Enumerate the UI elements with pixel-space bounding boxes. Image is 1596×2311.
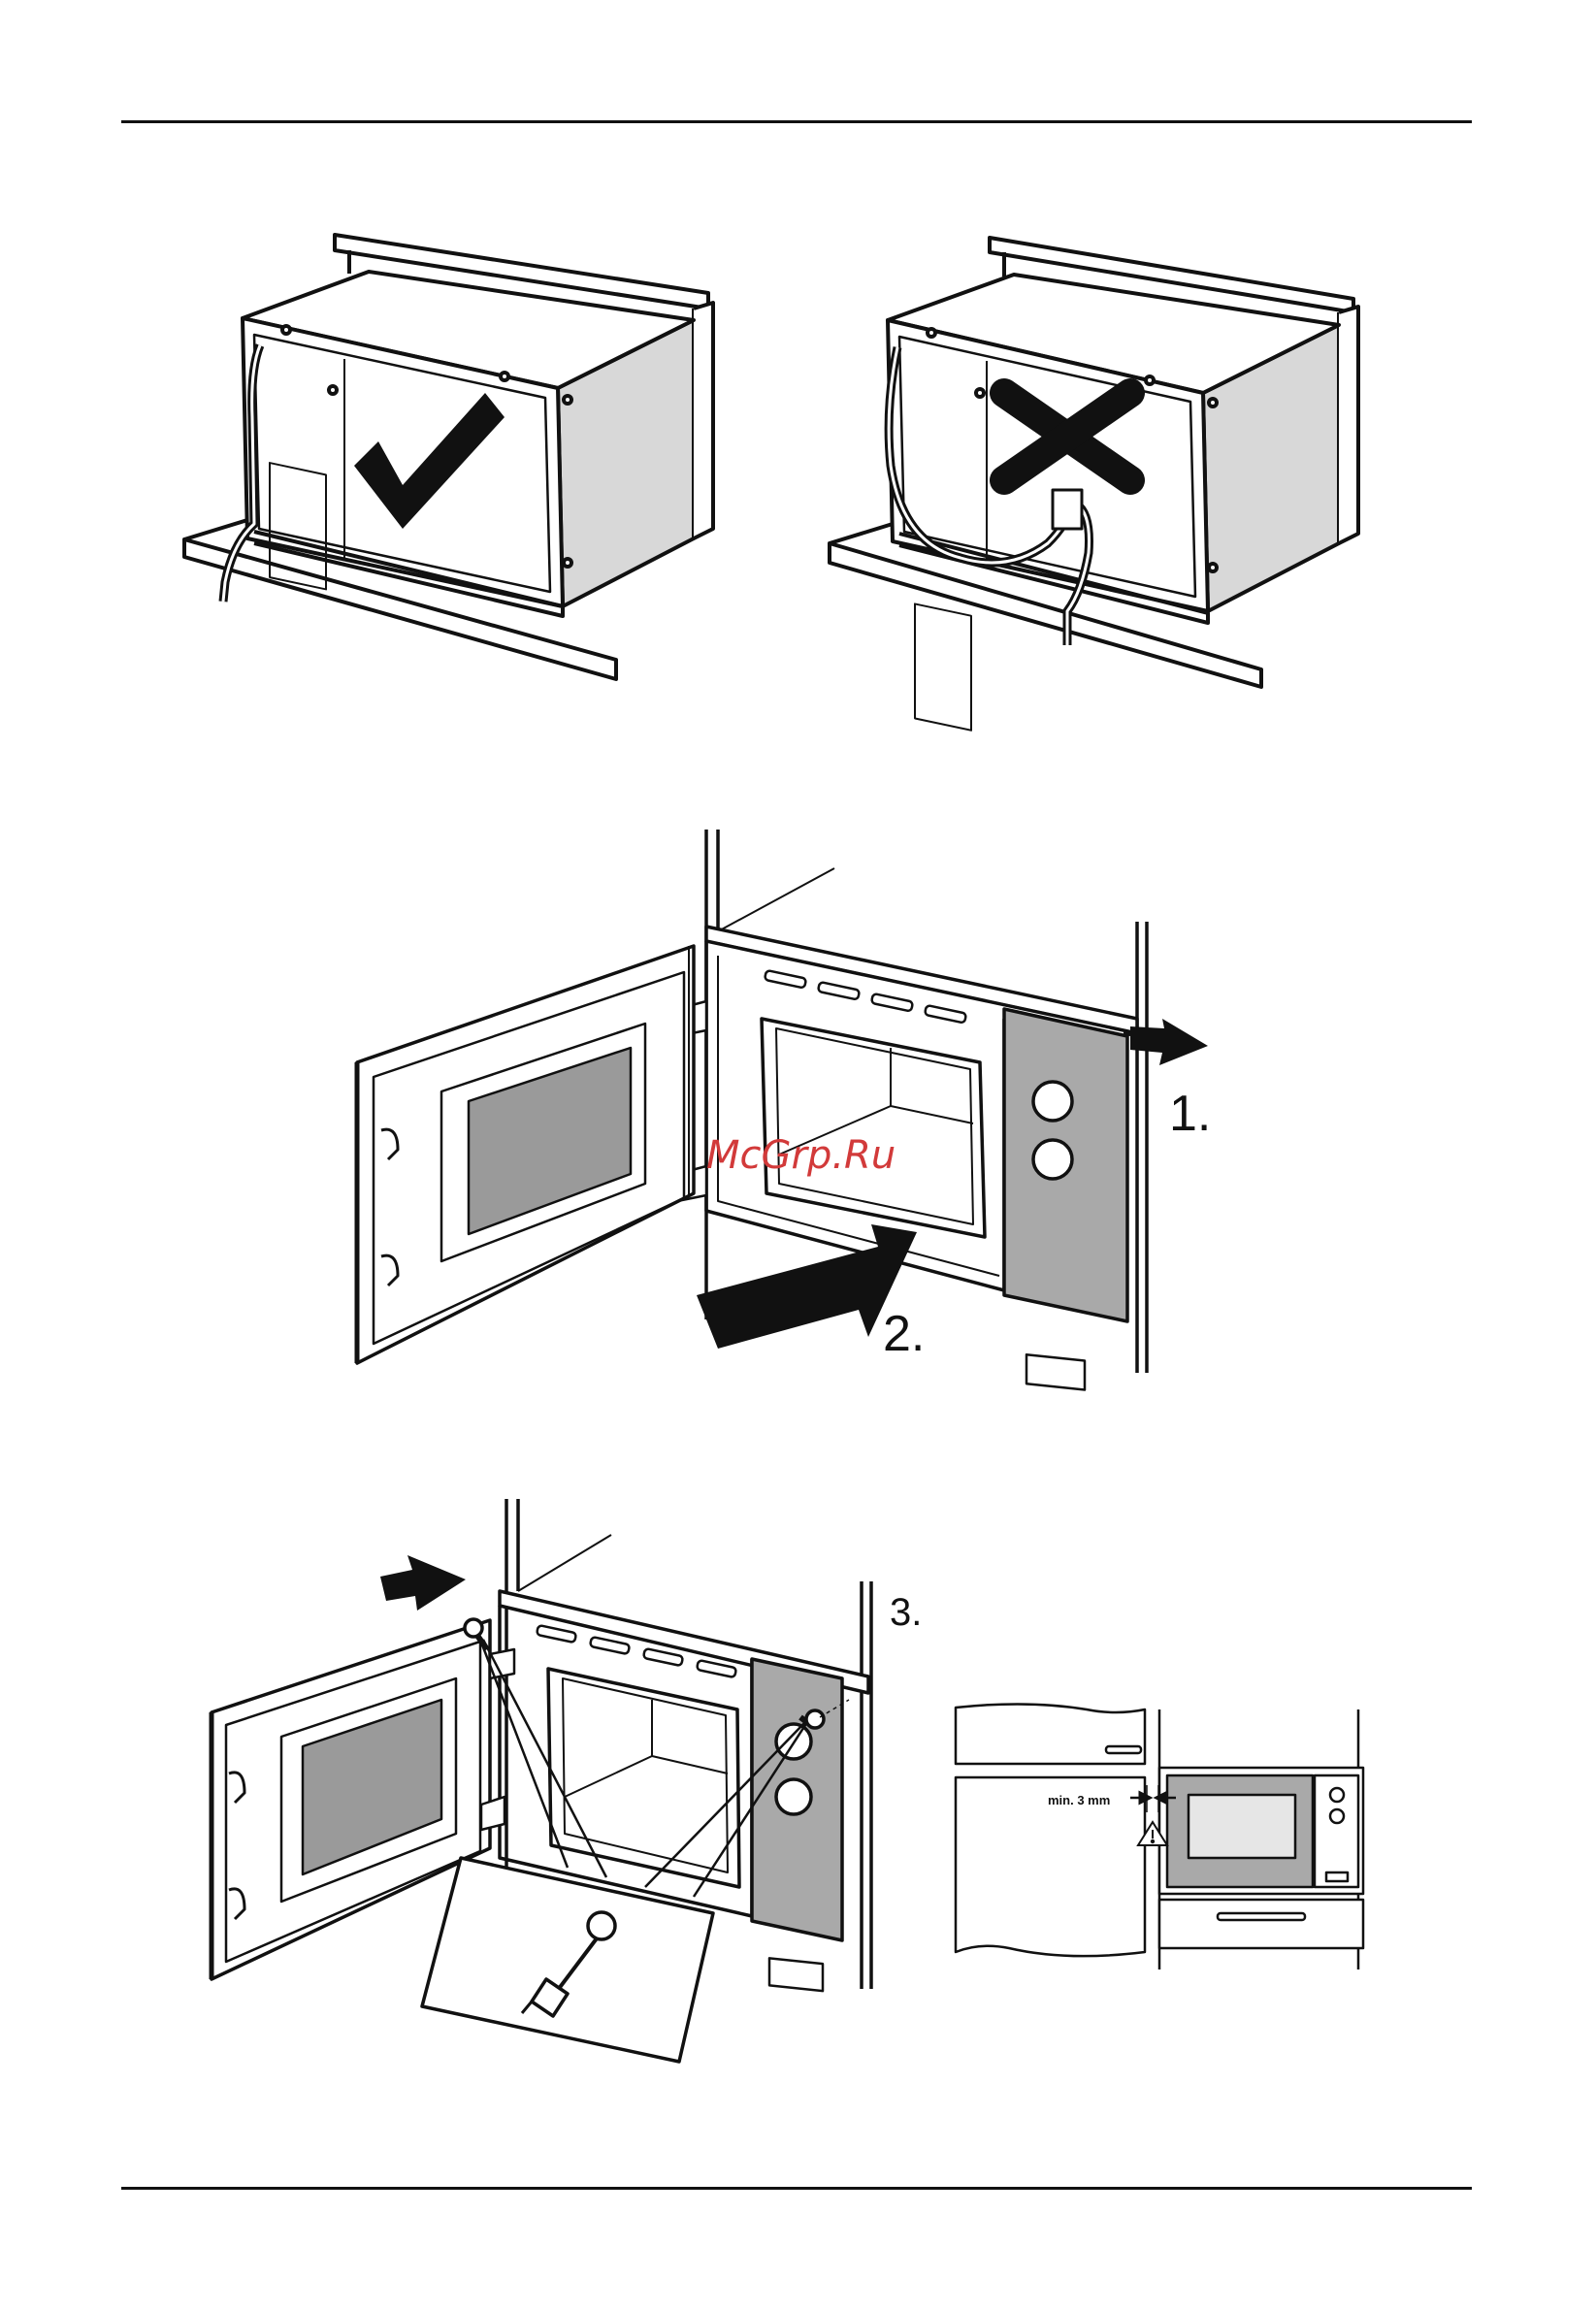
figure-wrong-cable-routing — [830, 238, 1358, 731]
step-3-label: 3. — [890, 1591, 922, 1634]
figure-fix-screws — [212, 1499, 871, 2062]
clearance-label: min. 3 mm — [1048, 1793, 1110, 1807]
step-2-label: 2. — [883, 1306, 925, 1362]
figure-install-cabinet — [357, 830, 1208, 1390]
step-1-label: 1. — [1169, 1086, 1211, 1142]
watermark: McGrp.Ru — [706, 1133, 896, 1178]
